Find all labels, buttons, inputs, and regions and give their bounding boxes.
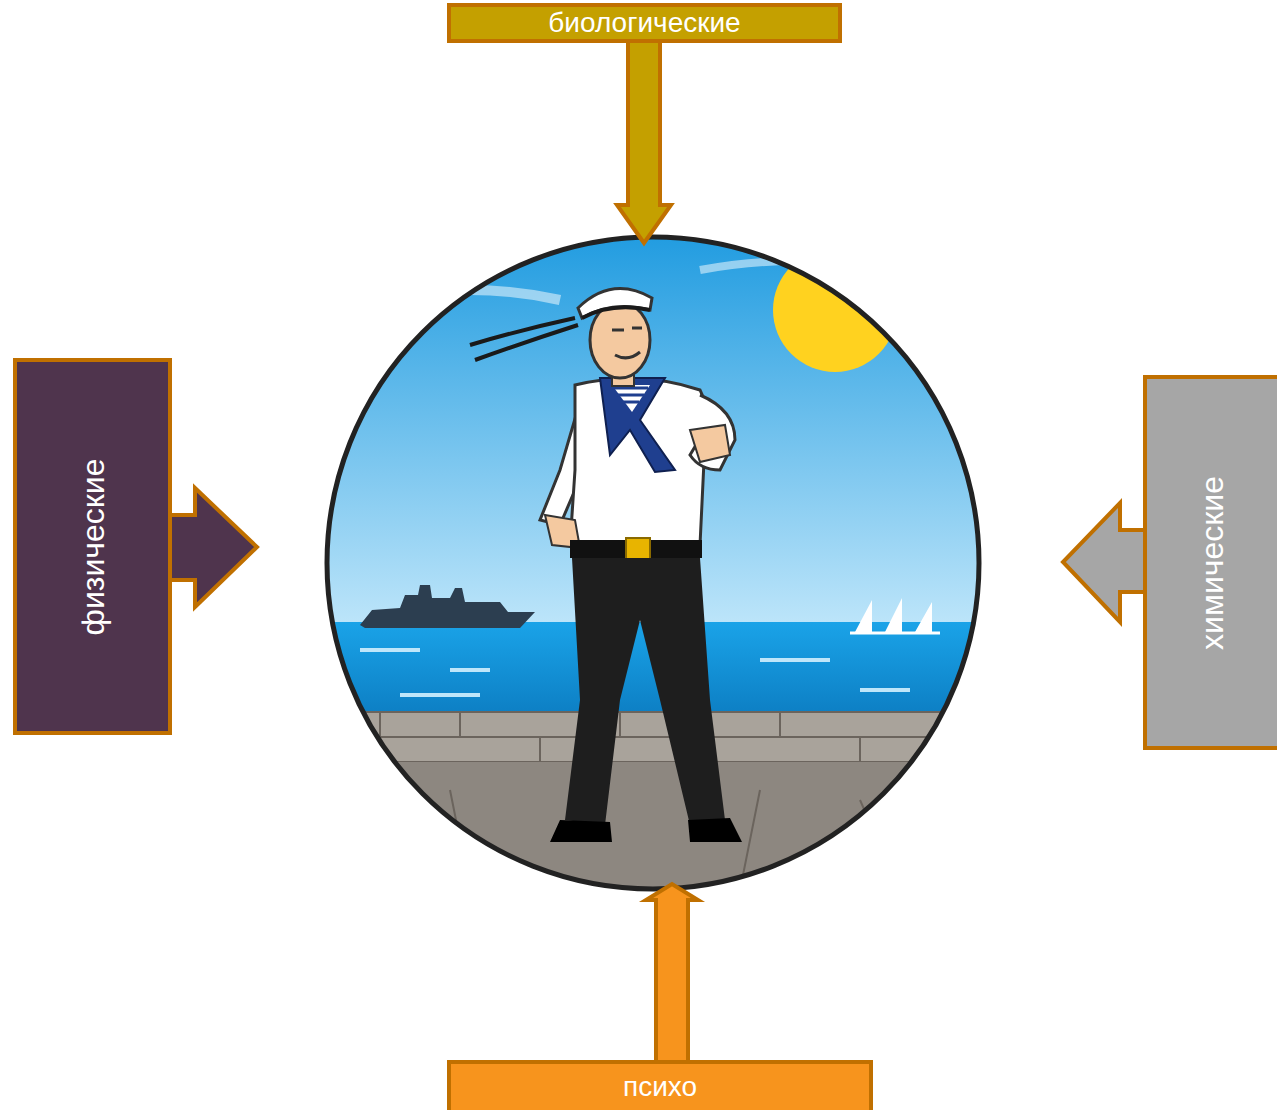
factor-label: биологические <box>548 9 740 37</box>
factor-box: физические <box>13 358 172 735</box>
sailor-picture <box>320 230 990 902</box>
factor-box: биологические <box>447 3 842 43</box>
factor-label: химические <box>1196 476 1228 650</box>
factor-box: психо <box>447 1060 873 1110</box>
arrow-right <box>168 488 257 607</box>
factor-box: химические <box>1143 375 1277 750</box>
frame-circle <box>327 237 979 889</box>
arrow-left <box>1063 503 1147 622</box>
arrow-up <box>646 884 698 1064</box>
arrows <box>168 34 1147 1064</box>
factor-label: психо <box>623 1073 697 1101</box>
arrow-down <box>617 34 671 243</box>
factor-label: физические <box>77 458 109 635</box>
